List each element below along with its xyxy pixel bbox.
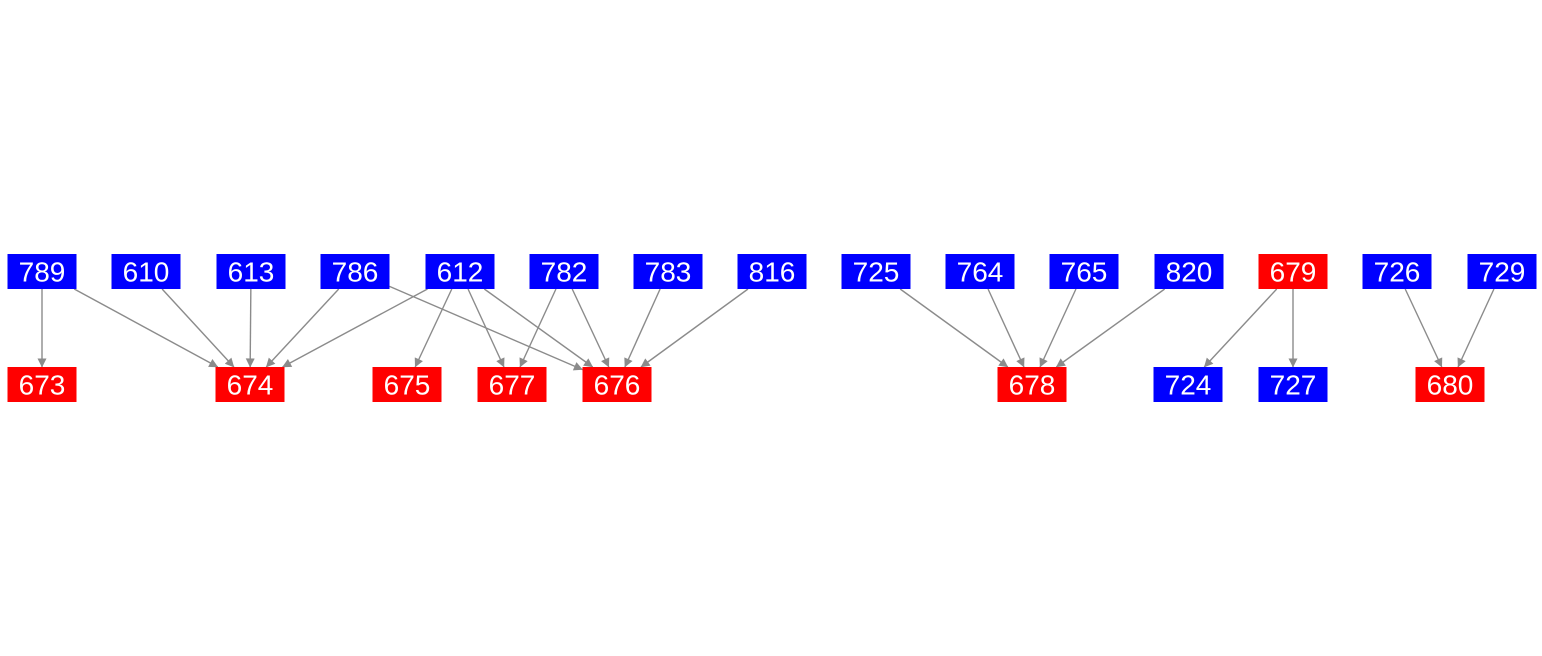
node-label: 675 (384, 370, 431, 401)
node-box-610[interactable] (111, 254, 181, 289)
node-box-726[interactable] (1362, 254, 1432, 289)
edge-820-678 (1055, 288, 1166, 368)
node-label: 679 (1270, 257, 1317, 288)
node-box-678[interactable] (997, 367, 1067, 402)
node-782[interactable]: 782 (529, 254, 599, 289)
node-786[interactable]: 786 (320, 254, 390, 289)
node-678[interactable]: 678 (997, 367, 1067, 402)
node-673[interactable]: 673 (7, 367, 77, 402)
node-label: 676 (594, 370, 641, 401)
node-box-764[interactable] (945, 254, 1015, 289)
node-label: 610 (123, 257, 170, 288)
edge-765-678 (1039, 288, 1077, 368)
edges-layer (37, 285, 1495, 371)
node-label: 680 (1427, 370, 1474, 401)
node-765[interactable]: 765 (1049, 254, 1119, 289)
edge-816-676 (640, 288, 749, 368)
edge-612-675 (414, 288, 453, 368)
node-label: 613 (228, 257, 275, 288)
edge-613-674 (245, 288, 255, 368)
node-box-613[interactable] (216, 254, 286, 289)
edge-789-674 (73, 288, 219, 368)
nodes-layer: 789 610 613 786 612 782 783 816 725 764 765 820 679 7… (7, 254, 1537, 402)
node-675[interactable]: 675 (372, 367, 442, 402)
node-725[interactable]: 725 (841, 254, 911, 289)
node-box-786[interactable] (320, 254, 390, 289)
node-box-789[interactable] (7, 254, 77, 289)
node-box-816[interactable] (737, 254, 807, 289)
node-label: 820 (1166, 257, 1213, 288)
node-box-673[interactable] (7, 367, 77, 402)
node-676[interactable]: 676 (582, 367, 652, 402)
node-box-820[interactable] (1154, 254, 1224, 289)
node-726[interactable]: 726 (1362, 254, 1432, 289)
edge-783-676 (624, 288, 661, 368)
node-727[interactable]: 727 (1258, 367, 1328, 402)
node-box-783[interactable] (633, 254, 703, 289)
node-box-725[interactable] (841, 254, 911, 289)
node-label: 727 (1270, 370, 1317, 401)
node-612[interactable]: 612 (425, 254, 495, 289)
edge-612-674 (282, 288, 428, 368)
node-box-677[interactable] (477, 367, 547, 402)
node-box-724[interactable] (1153, 367, 1223, 402)
edge-782-677 (519, 288, 557, 368)
node-613[interactable]: 613 (216, 254, 286, 289)
edge-782-676 (571, 288, 610, 368)
node-674[interactable]: 674 (215, 367, 285, 402)
edge-729-680 (1457, 288, 1495, 368)
node-box-612[interactable] (425, 254, 495, 289)
edge-610-674 (161, 288, 235, 368)
node-label: 789 (19, 257, 66, 288)
node-box-727[interactable] (1258, 367, 1328, 402)
node-783[interactable]: 783 (633, 254, 703, 289)
node-box-674[interactable] (215, 367, 285, 402)
node-label: 612 (437, 257, 484, 288)
node-label: 816 (749, 257, 796, 288)
node-679[interactable]: 679 (1258, 254, 1328, 289)
node-724[interactable]: 724 (1153, 367, 1223, 402)
edge-726-680 (1404, 288, 1443, 368)
node-label: 786 (332, 257, 379, 288)
node-764[interactable]: 764 (945, 254, 1015, 289)
edge-786-676 (389, 285, 583, 371)
edge-725-678 (899, 288, 1009, 368)
edge-764-678 (987, 288, 1025, 368)
node-729[interactable]: 729 (1467, 254, 1537, 289)
node-680[interactable]: 680 (1415, 367, 1485, 402)
node-789[interactable]: 789 (7, 254, 77, 289)
node-label: 764 (957, 257, 1004, 288)
node-label: 726 (1374, 257, 1421, 288)
node-box-676[interactable] (582, 367, 652, 402)
node-816[interactable]: 816 (737, 254, 807, 289)
node-677[interactable]: 677 (477, 367, 547, 402)
node-box-782[interactable] (529, 254, 599, 289)
node-label: 724 (1165, 370, 1212, 401)
node-label: 725 (853, 257, 900, 288)
node-box-765[interactable] (1049, 254, 1119, 289)
node-label: 673 (19, 370, 66, 401)
node-label: 782 (541, 257, 588, 288)
node-label: 677 (489, 370, 536, 401)
node-label: 783 (645, 257, 692, 288)
node-610[interactable]: 610 (111, 254, 181, 289)
node-box-680[interactable] (1415, 367, 1485, 402)
node-box-679[interactable] (1258, 254, 1328, 289)
node-label: 729 (1479, 257, 1526, 288)
edge-786-674 (265, 288, 340, 368)
node-box-729[interactable] (1467, 254, 1537, 289)
node-box-675[interactable] (372, 367, 442, 402)
node-820[interactable]: 820 (1154, 254, 1224, 289)
node-label: 674 (227, 370, 274, 401)
node-label: 678 (1009, 370, 1056, 401)
node-label: 765 (1061, 257, 1108, 288)
edge-679-724 (1203, 288, 1278, 368)
